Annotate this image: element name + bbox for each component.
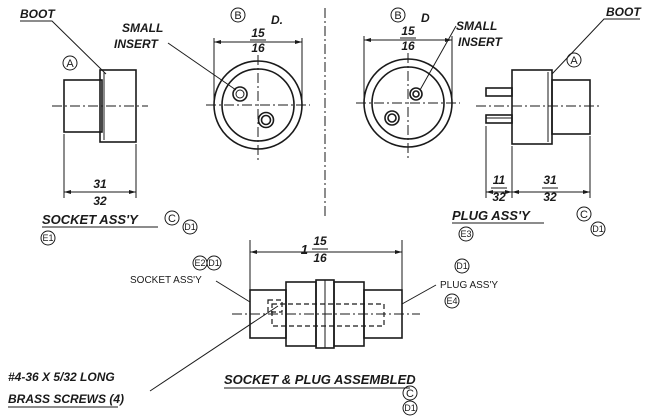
svg-text:C: C [406,388,414,400]
svg-text:A: A [570,55,578,67]
socket-assy-title: SOCKET ASS'Y [42,212,139,227]
callout-d1-socket: D1 [182,219,198,235]
assembled-title: SOCKET & PLUG ASSEMBLED [224,372,416,387]
plug-assy-label-small: PLUG ASS'Y [440,280,498,291]
svg-text:B: B [234,10,241,22]
svg-text:E4: E4 [446,296,457,306]
socket-side-view [52,69,148,198]
callout-b-left: B [230,7,246,23]
callout-e2: E2 [192,255,208,271]
svg-text:31: 31 [543,173,557,187]
small-insert-leader-left [167,42,237,91]
socket-assy-label-small: SOCKET ASS'Y [130,275,202,286]
boot-leader-right [551,18,640,75]
callout-d1-plug: D1 [590,221,606,237]
callout-e1: E1 [40,230,56,246]
svg-text:D1: D1 [208,258,220,268]
svg-text:15: 15 [251,26,265,40]
svg-text:D1: D1 [184,222,196,232]
callout-e4: E4 [444,293,460,309]
svg-text:16: 16 [313,251,327,265]
small-label-right: SMALL [456,19,497,33]
callout-c-plug: C [576,206,592,222]
callout-d1-assembled-right: D1 [454,258,470,274]
callout-c-assembled: C [402,385,418,401]
svg-text:E1: E1 [42,233,53,243]
small-label-left: SMALL [122,21,163,35]
svg-text:11: 11 [493,173,506,187]
plug-end-view [356,36,460,158]
callout-c-socket: C [164,210,180,226]
svg-text:A: A [66,58,74,70]
screws-label-line2: BRASS SCREWS (4) [8,392,124,406]
socket-assy-leader [215,280,251,303]
svg-text:16: 16 [251,41,265,55]
boot-label-right: BOOT [606,5,642,19]
callout-e3: E3 [458,226,474,242]
screws-leader [149,305,279,392]
callout-d1-assembled-left: D1 [206,255,222,271]
callout-a-left: A [62,55,78,71]
svg-text:E3: E3 [460,229,471,239]
small-insert-leader-right [419,25,457,91]
svg-text:31: 31 [93,177,107,191]
insert-label-right: INSERT [458,35,503,49]
svg-text:D1: D1 [456,261,468,271]
svg-text:D1: D1 [592,224,604,234]
svg-text:E2: E2 [194,258,205,268]
plug-assy-title: PLUG ASS'Y [452,208,531,223]
plug-length-dimension: 31 32 [542,173,558,204]
screws-label-line1: #4-36 X 5/32 LONG [8,370,115,384]
svg-text:B: B [394,10,401,22]
callout-d1-assembled-bottom: D1 [402,400,418,416]
svg-text:D: D [421,11,430,25]
svg-text:15: 15 [313,234,327,248]
callout-b-right: B [390,7,406,23]
svg-text:16: 16 [401,39,415,53]
plug-diameter-dimension: 15 16 D [400,11,430,53]
pin-length-dimension: 11 32 [491,173,507,204]
svg-text:C: C [580,209,588,221]
insert-label-left: INSERT [114,37,159,51]
svg-text:32: 32 [492,190,506,204]
svg-text:C: C [168,213,176,225]
overall-length-dimension: 1 15 16 [301,234,328,265]
svg-text:D.: D. [271,13,283,27]
plug-assy-leader [401,284,437,305]
svg-text:1: 1 [301,242,308,257]
boot-label-left: BOOT [20,7,56,21]
socket-diameter-dimension: 15 16 D. [250,13,283,55]
callout-a-right: A [566,52,582,68]
socket-end-view [206,38,310,160]
svg-text:D1: D1 [404,403,416,413]
svg-text:15: 15 [401,24,415,38]
svg-text:32: 32 [543,190,557,204]
socket-length-dimension: 31 32 [92,177,108,208]
plug-side-view [476,69,602,198]
svg-text:32: 32 [93,194,107,208]
boot-leader-left [20,20,107,75]
assembled-view [232,240,420,349]
